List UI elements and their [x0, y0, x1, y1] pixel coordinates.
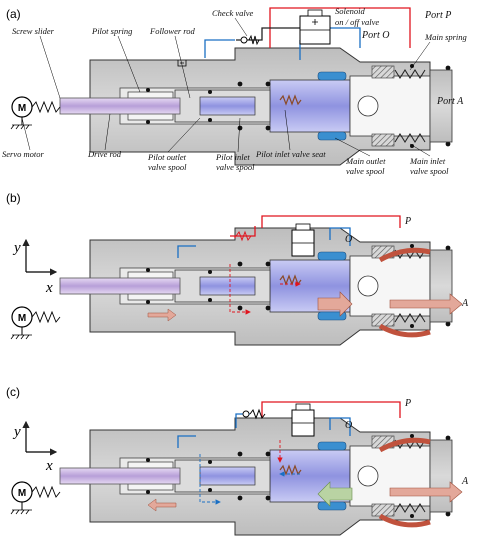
solenoid-valve-icon [291, 223, 315, 257]
tank-icon [177, 60, 187, 67]
check-valve-spring-icon [249, 408, 266, 420]
ground-icon [10, 334, 32, 340]
axis-x-label: x [45, 280, 53, 296]
drive-rod-c [59, 467, 181, 485]
drive-rod-b [59, 277, 181, 295]
ground-icon [10, 124, 32, 130]
axis-x-label: x [45, 458, 53, 474]
pressure-line-c [261, 401, 401, 418]
label-port-p: P [404, 398, 411, 409]
label-drive-rod: Drive rod [87, 149, 122, 159]
label-port-o: Port O [361, 30, 390, 41]
label-onoff-valve: on / off valve [335, 17, 379, 27]
label-check-valve: Check valve [212, 8, 254, 18]
motor-letter: M [18, 103, 26, 114]
coupling-spring-icon [31, 310, 61, 324]
motor-letter: M [18, 488, 26, 499]
panel-b: (b) y x M O P A [6, 191, 469, 346]
ground-icon [10, 509, 32, 515]
label-port-p: Port P [424, 10, 451, 21]
label-port-a: A [461, 476, 469, 487]
check-valve-ball-icon [242, 410, 250, 418]
return-line-b [177, 245, 196, 258]
drive-rod-a [59, 97, 181, 115]
label-pilot-spring: Pilot spring [91, 26, 132, 36]
check-valve-spring-icon [248, 34, 260, 46]
label-main-inlet: Main inlet [409, 156, 446, 166]
panel-label-b: (b) [6, 191, 21, 205]
coupling-spring-icon [31, 100, 61, 114]
label-port-o: O [345, 234, 352, 245]
motor-letter: M [18, 313, 26, 324]
label-screw-slider: Screw slider [12, 26, 55, 36]
panel-c: (c) y x M O P A [6, 385, 469, 536]
label-pilot-inlet-spool: valve spool [216, 162, 255, 172]
check-valve-ball-icon [240, 36, 248, 44]
check-valve-spring-icon [235, 230, 252, 242]
label-port-a: A [461, 298, 469, 309]
panel-a: (a) M Screw slider Pilot sprin [2, 6, 467, 176]
flow-arrows-b [147, 247, 463, 338]
label-servo-motor: Servo motor [2, 149, 44, 159]
label-solenoid: Solenoid [335, 6, 365, 16]
solenoid-valve-icon [291, 403, 315, 437]
solenoid-valve-icon [299, 9, 331, 45]
pressure-line-b [261, 215, 401, 228]
label-follower-rod: Follower rod [149, 26, 196, 36]
label-main-outlet: Main outlet [345, 156, 386, 166]
label-pilot-inlet: Pilot inlet [215, 152, 250, 162]
axis-y-label: y [12, 240, 21, 256]
label-main-outlet-spool: valve spool [346, 166, 385, 176]
label-pilot-outlet-spool: valve spool [148, 162, 187, 172]
label-main-spring: Main spring [424, 32, 467, 42]
panel-label-a: (a) [6, 7, 21, 21]
label-port-o: O [345, 420, 352, 431]
flow-arrows-c [147, 437, 463, 528]
axes-c: y x [12, 420, 58, 474]
label-pilot-outlet: Pilot outlet [147, 152, 187, 162]
axis-y-label: y [12, 424, 21, 440]
label-main-inlet-spool: valve spool [410, 166, 449, 176]
label-pilot-inlet-seat: Pilot inlet valve seat [255, 149, 326, 159]
panel-label-c: (c) [6, 385, 20, 399]
coupling-spring-icon [31, 485, 61, 499]
return-line-a [204, 39, 235, 58]
label-port-p: P [404, 216, 411, 227]
axes-b: y x [12, 238, 58, 296]
label-port-a: Port A [436, 96, 464, 107]
